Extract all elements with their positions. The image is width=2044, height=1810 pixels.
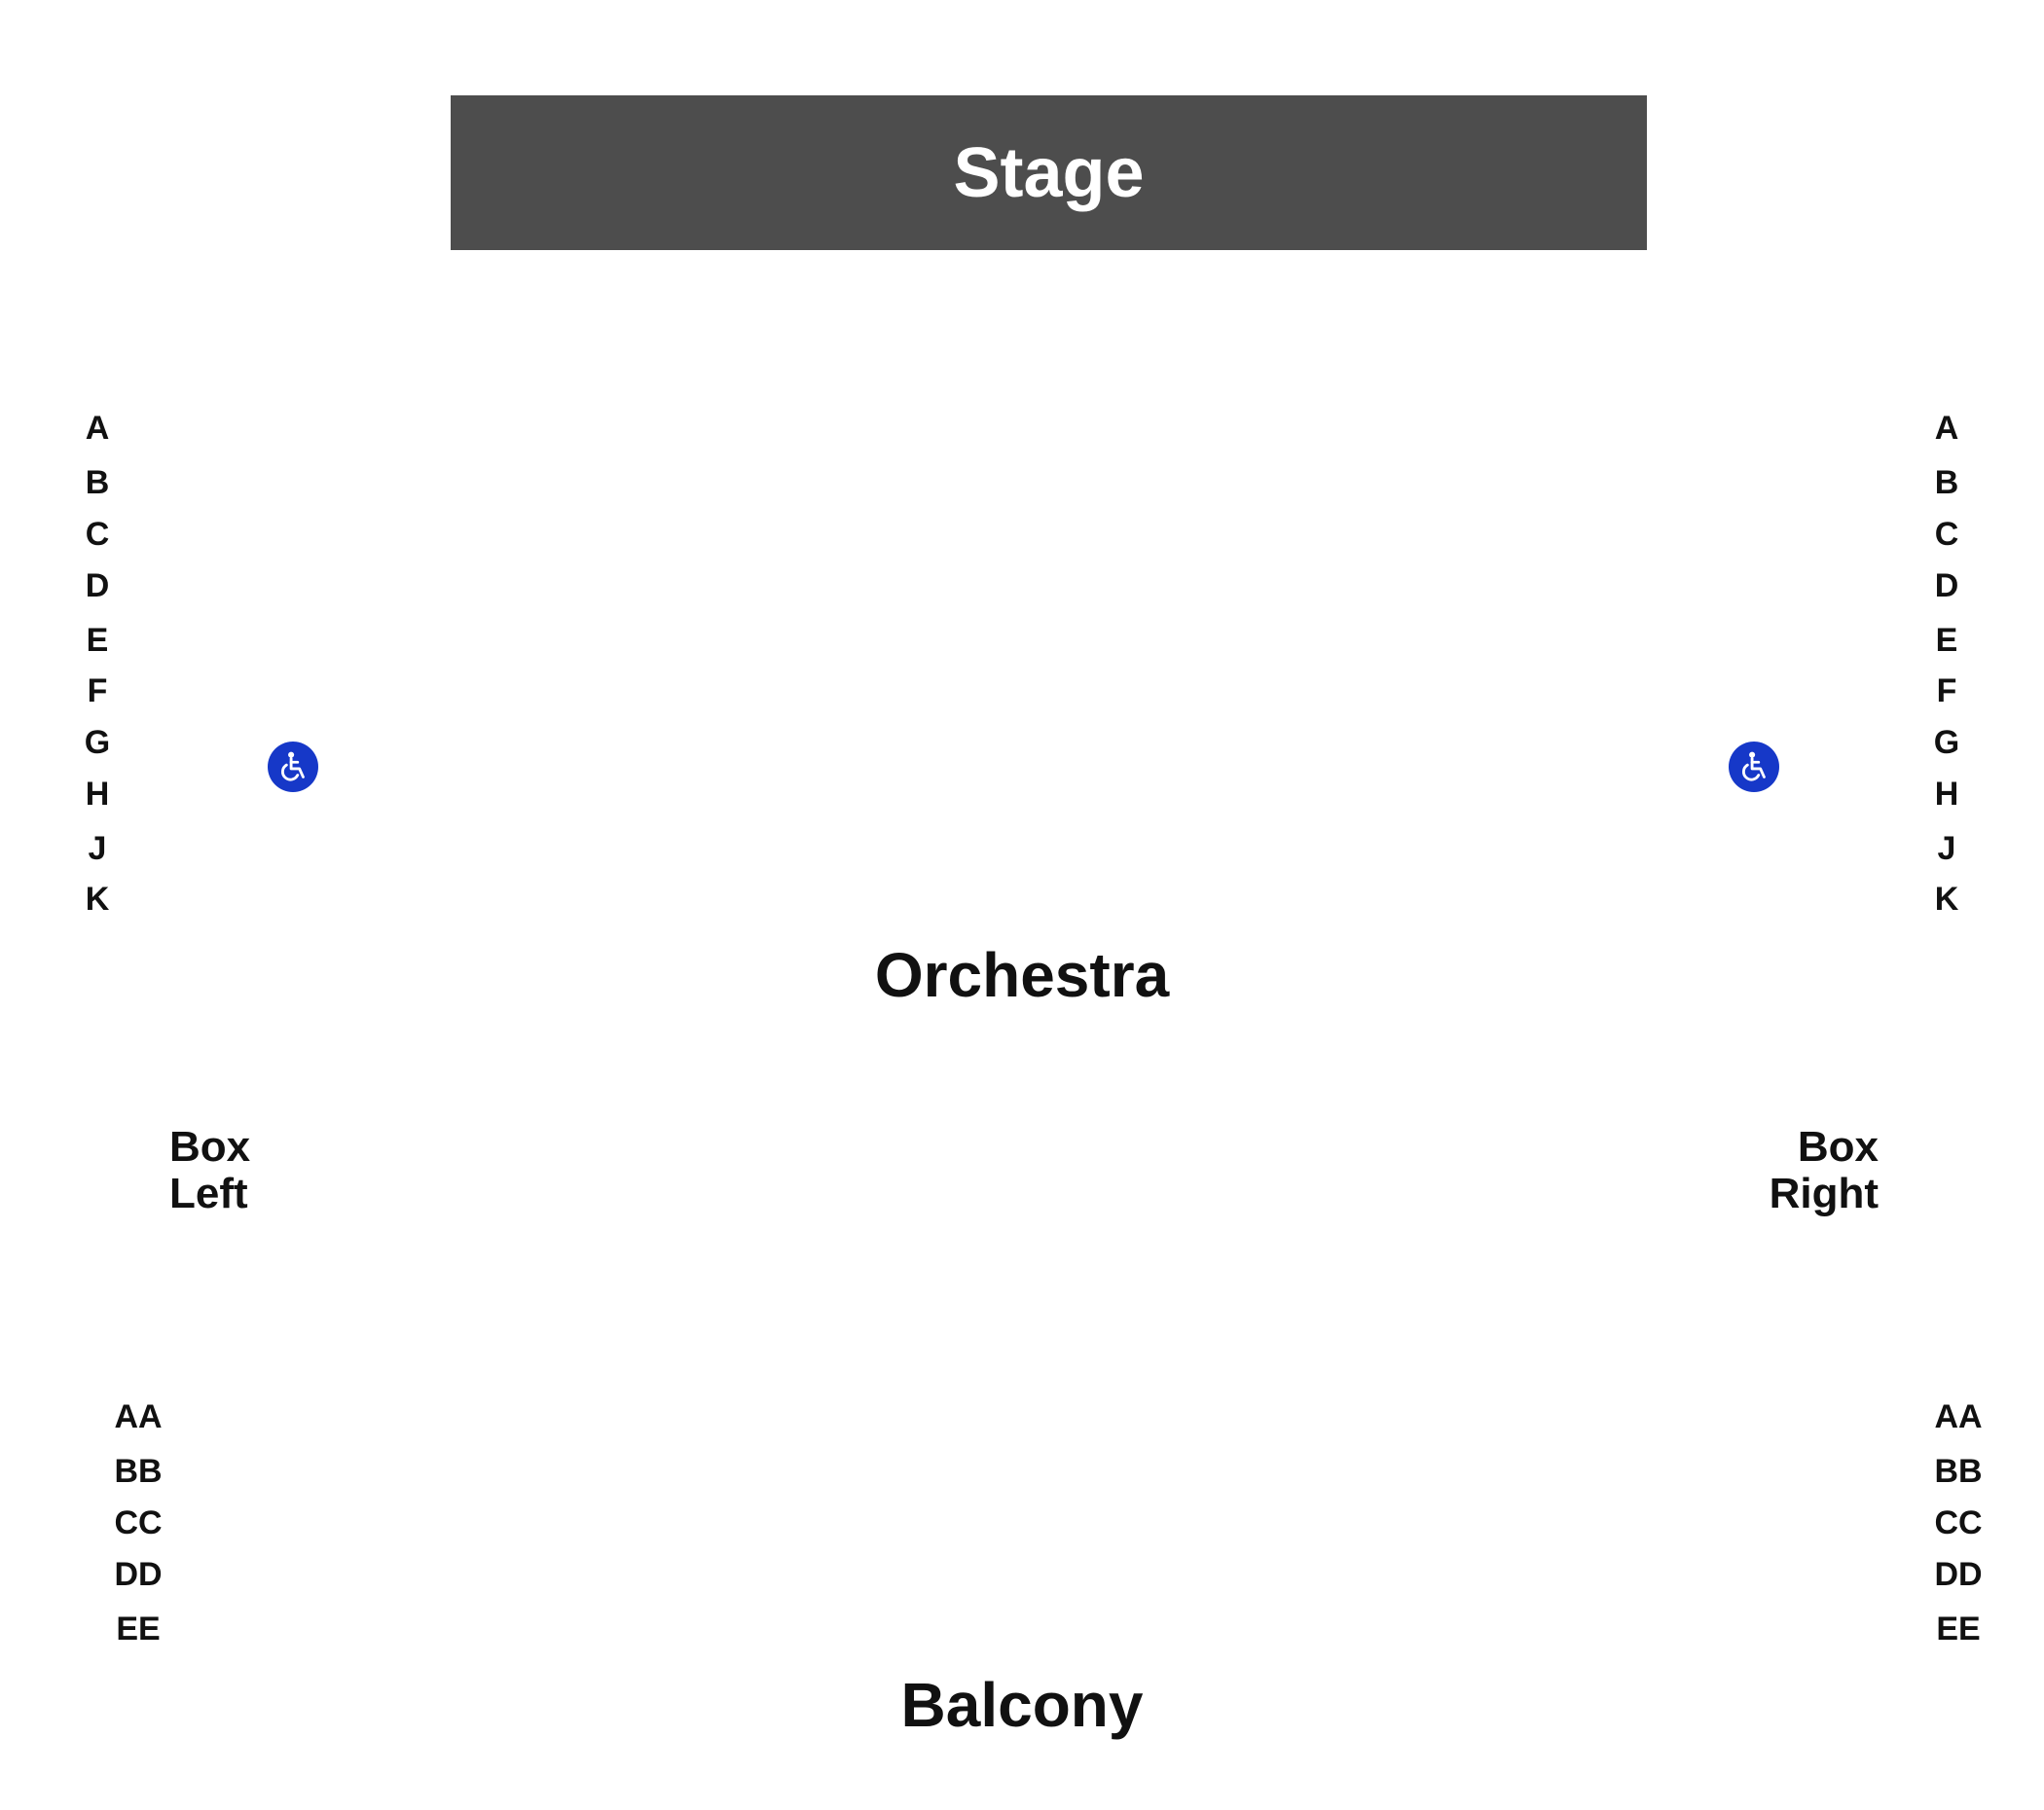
- orchestra-row-label: C: [85, 516, 110, 553]
- orchestra-row-label: F: [87, 672, 108, 709]
- section-title-orchestra: Orchestra: [874, 940, 1170, 1010]
- orchestra-row-label: J: [88, 830, 107, 867]
- balcony-row-label: DD: [1934, 1556, 1983, 1593]
- orchestra-row-label: B: [1934, 464, 1959, 501]
- balcony-row-label: AA: [1934, 1398, 1983, 1435]
- balcony-row-label: DD: [114, 1556, 163, 1593]
- box-left-label-line1: Box: [169, 1123, 251, 1171]
- orchestra-row-label: K: [85, 881, 110, 918]
- orchestra-row-label: D: [1934, 567, 1959, 604]
- orchestra-row-label: C: [1934, 516, 1959, 553]
- balcony-row-label: CC: [1934, 1504, 1983, 1541]
- balcony-row-label: BB: [1934, 1453, 1983, 1490]
- balcony-row-label: AA: [114, 1398, 163, 1435]
- orchestra-row-label: H: [1934, 776, 1959, 813]
- orchestra-row-label: D: [85, 567, 110, 604]
- orchestra-row-label: E: [86, 622, 109, 659]
- orchestra-row-label: F: [1936, 672, 1957, 709]
- stage: Stage: [451, 95, 1647, 250]
- orchestra-row-label: A: [1934, 410, 1959, 447]
- box-left-label-line2: Left: [169, 1170, 248, 1217]
- section-title-balcony: Balcony: [900, 1670, 1144, 1740]
- balcony-row-label: EE: [1936, 1611, 1981, 1647]
- orchestra-row-label: G: [1933, 724, 1960, 761]
- orchestra-row-label: H: [85, 776, 110, 813]
- orchestra-row-label: B: [85, 464, 110, 501]
- box-right-label: Box Right: [1762, 1124, 1879, 1217]
- stage-label: Stage: [953, 133, 1145, 212]
- balcony-row-labels-left: AA BB CC DD EE: [99, 0, 177, 1810]
- balcony-row-label: EE: [116, 1611, 161, 1647]
- box-right-label-line1: Box: [1797, 1123, 1879, 1171]
- box-left-label: Box Left: [169, 1124, 250, 1217]
- box-right-label-line2: Right: [1769, 1170, 1879, 1217]
- orchestra-row-label: E: [1935, 622, 1958, 659]
- orchestra-row-label: A: [85, 410, 110, 447]
- wheelchair-icon: [268, 742, 318, 792]
- orchestra-row-label: G: [84, 724, 111, 761]
- orchestra-row-label: J: [1937, 830, 1956, 867]
- balcony-row-label: BB: [114, 1453, 163, 1490]
- orchestra-row-label: K: [1934, 881, 1959, 918]
- wheelchair-icon: [1729, 742, 1779, 792]
- balcony-row-label: CC: [114, 1504, 163, 1541]
- balcony-row-labels-right: AA BB CC DD EE: [1919, 0, 1997, 1810]
